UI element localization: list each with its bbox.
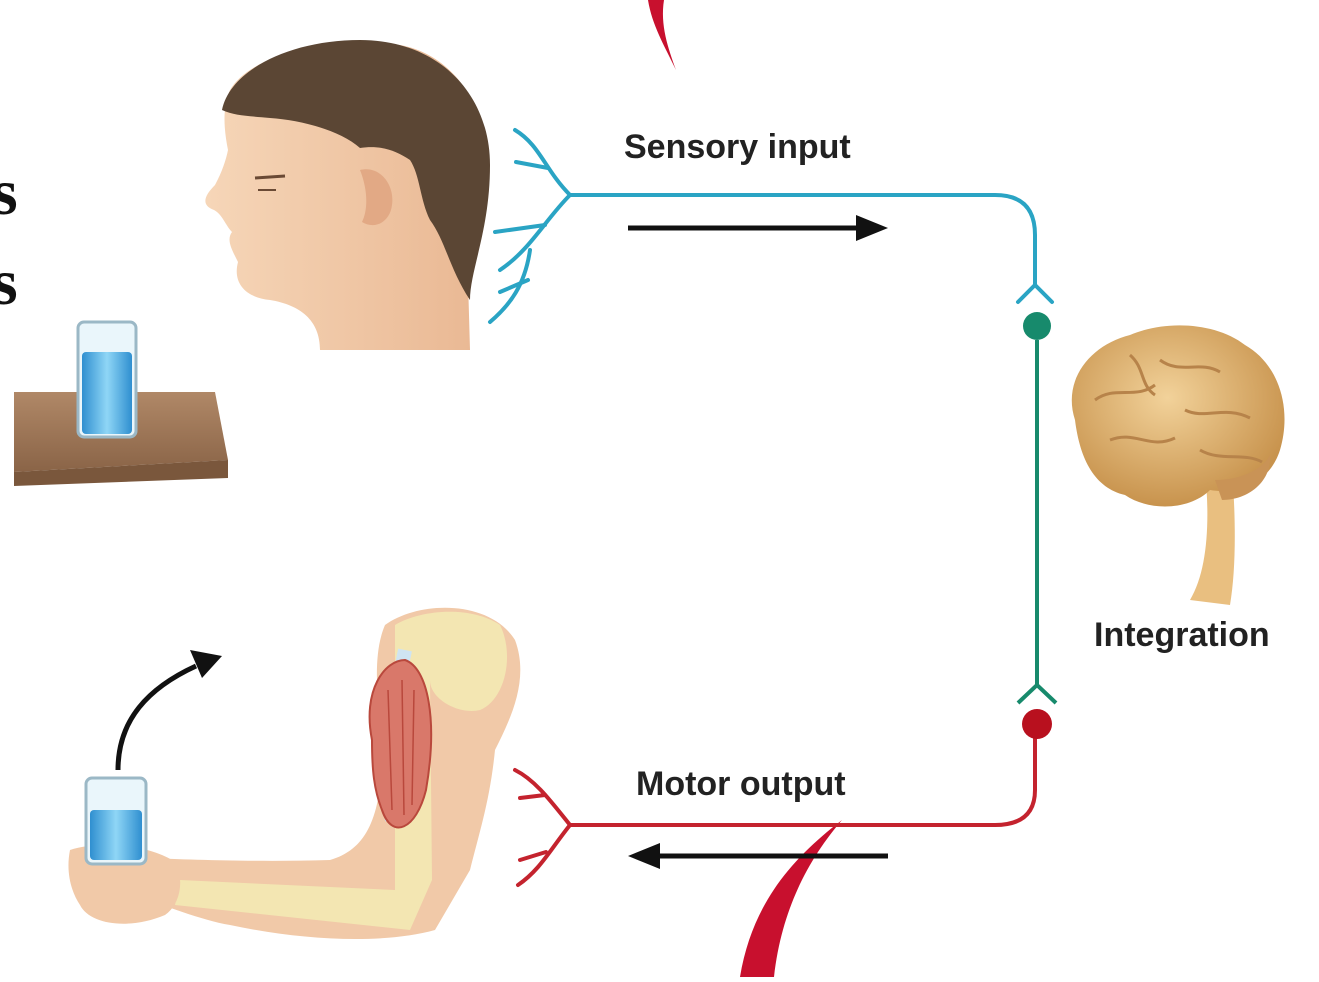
head-illustration xyxy=(205,40,490,350)
red-accent-stroke-top xyxy=(648,0,676,70)
cropped-text-fragment-1: s xyxy=(0,160,18,226)
interneuron xyxy=(1018,312,1056,703)
raised-glass-illustration xyxy=(86,778,146,864)
arm-illustration xyxy=(68,608,520,939)
sensory-input-label: Sensory input xyxy=(624,128,851,167)
lift-direction-arrow xyxy=(118,650,222,770)
motor-output-label: Motor output xyxy=(636,765,846,804)
motor-nerve xyxy=(515,738,1035,885)
cropped-text-fragment-2: s xyxy=(0,250,18,316)
sensory-direction-arrow xyxy=(628,215,888,241)
brain-illustration xyxy=(1072,325,1285,605)
red-accent-stroke-bottom xyxy=(740,820,842,977)
motor-neuron-cell-body xyxy=(1022,709,1052,739)
integration-label: Integration xyxy=(1094,616,1270,655)
glass-on-table-illustration xyxy=(14,322,228,486)
motor-direction-arrow xyxy=(628,843,888,869)
